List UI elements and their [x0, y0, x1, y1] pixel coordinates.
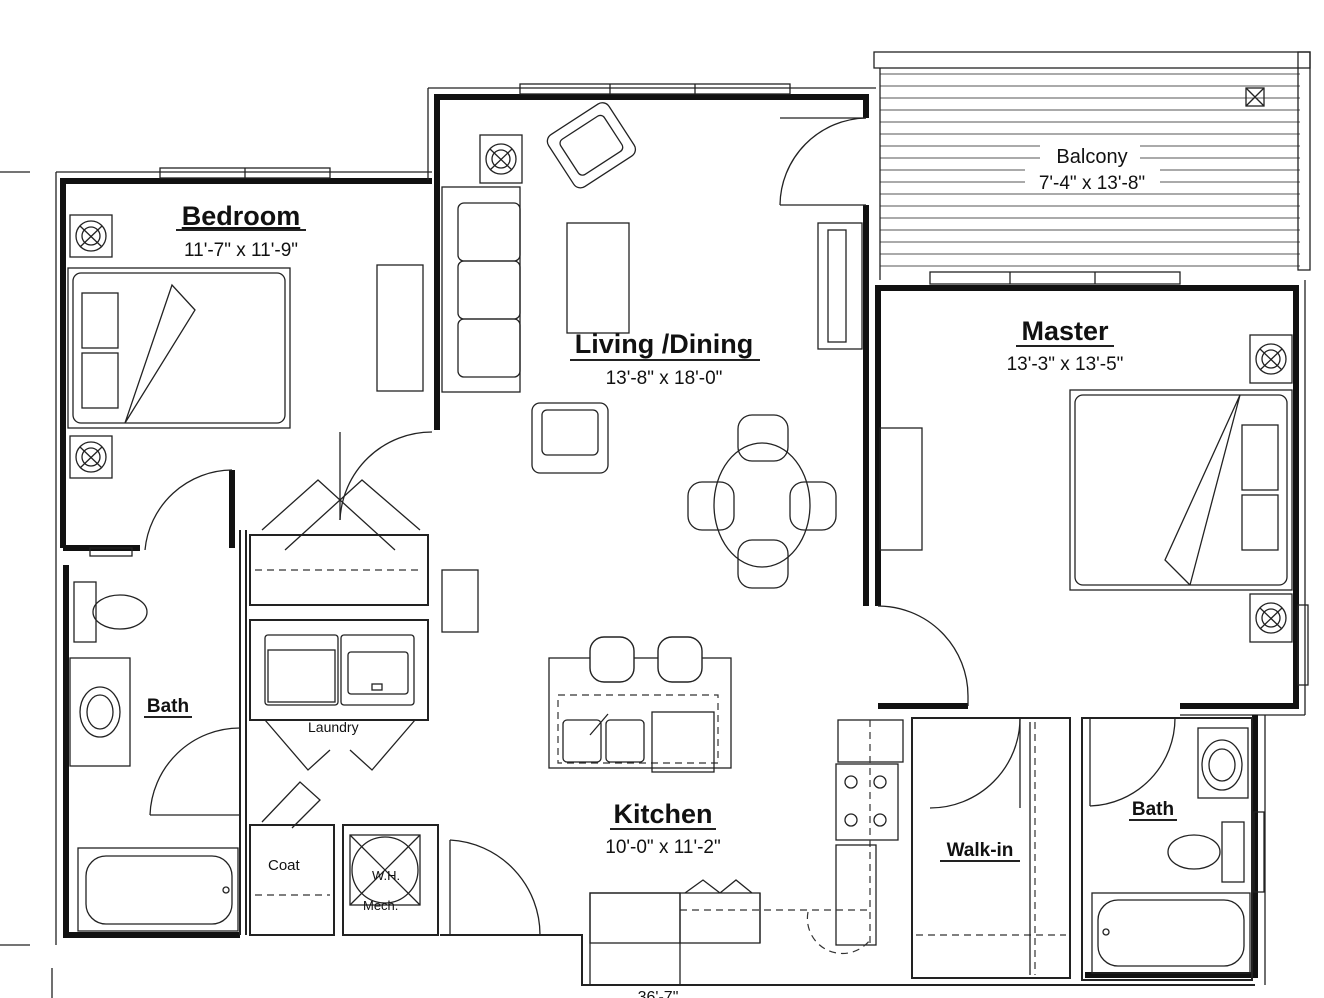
closet-doors: [249, 479, 479, 633]
kitchen-dims: 10'-0" x 11'-2": [605, 837, 720, 858]
laundry-area: Laundry: [249, 619, 429, 771]
doors: [144, 117, 1176, 936]
walls: [55, 87, 1306, 986]
living-dims: 13'-8" x 18'-0": [606, 368, 723, 389]
mech-label: Mech.: [363, 898, 398, 913]
bath-left-name: Bath: [147, 696, 189, 717]
left-bath-fixtures: [69, 581, 239, 932]
balcony-dims: 7'-4" x 13'-8": [1039, 173, 1145, 194]
room-labels: Balcony 7'-4" x 13'-8" Bedroom 11'-7" x …: [144, 146, 1177, 862]
walkin-name: Walk-in: [947, 840, 1014, 861]
master-dims: 13'-3" x 13'-5": [1007, 354, 1124, 375]
laundry-label: Laundry: [308, 719, 359, 735]
kitchen-fixtures: [548, 636, 904, 986]
windows: [89, 83, 1309, 686]
walkin-closet: [911, 717, 1071, 979]
bedroom-name: Bedroom: [182, 201, 301, 231]
bath-right-name: Bath: [1132, 799, 1174, 820]
balcony-name: Balcony: [1056, 146, 1127, 168]
coat-wh-area: Coat W.H. Mech.: [249, 781, 439, 936]
living-name: Living /Dining: [575, 329, 753, 359]
master-name: Master: [1021, 316, 1109, 346]
bedroom-dims: 11'-7" x 11'-9": [184, 240, 298, 261]
master-furniture: [879, 334, 1293, 643]
overall-dimension: 36'-7": [638, 989, 679, 998]
coat-label: Coat: [268, 857, 301, 874]
right-bath-fixtures: [1081, 717, 1265, 981]
living-furniture: [441, 102, 863, 589]
kitchen-name: Kitchen: [613, 799, 712, 829]
wh-label: W.H.: [372, 868, 400, 883]
balcony-area: [873, 51, 1311, 280]
bedroom-furniture: [67, 214, 424, 479]
